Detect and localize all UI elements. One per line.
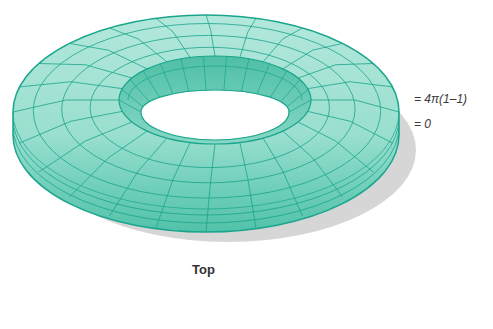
equation-result: = 0 [414, 117, 431, 131]
meridian-line [206, 15, 215, 56]
meridian-line [156, 18, 190, 57]
meridian-line [283, 43, 343, 68]
meridian-line [298, 64, 373, 79]
meridian-line [206, 144, 215, 232]
hole-opening [141, 90, 289, 140]
meridian-line [240, 18, 256, 57]
meridian-line [263, 138, 303, 216]
hole-wall [119, 56, 311, 144]
hole-meridian [119, 100, 141, 112]
hole-meridian [203, 56, 206, 90]
equation-text: = 4π(1–1) [414, 92, 467, 106]
meridian-line [308, 82, 393, 89]
meridian-line [240, 143, 256, 228]
torus-body [13, 15, 399, 232]
meridian-line [156, 143, 190, 228]
meridian-line [298, 122, 373, 172]
hole-meridian [289, 100, 311, 112]
hole-meridian [181, 59, 189, 92]
hole-meridian [257, 64, 269, 94]
meridian-line [20, 82, 123, 89]
meridian-line [39, 122, 132, 172]
latitude-ring [90, 47, 329, 167]
hole-meridian [241, 59, 249, 92]
meridian-line [110, 138, 168, 216]
meridian-line [283, 131, 343, 197]
meridian-line [263, 28, 303, 62]
meridian-line [13, 100, 119, 112]
meridian-line [70, 131, 148, 197]
hole-meridian [287, 89, 308, 106]
meridian-line [20, 111, 123, 143]
hole-meridian [122, 89, 143, 106]
hole-meridian [224, 56, 227, 90]
latitude-ring [33, 24, 380, 199]
view-label: Top [192, 262, 215, 277]
hole-meridian [160, 64, 172, 94]
meridian-line [39, 64, 132, 79]
meridian-line [311, 100, 399, 112]
meridian-line [70, 43, 148, 68]
torus-grid [13, 15, 399, 232]
meridian-line [110, 28, 168, 62]
meridian-line [308, 111, 393, 143]
